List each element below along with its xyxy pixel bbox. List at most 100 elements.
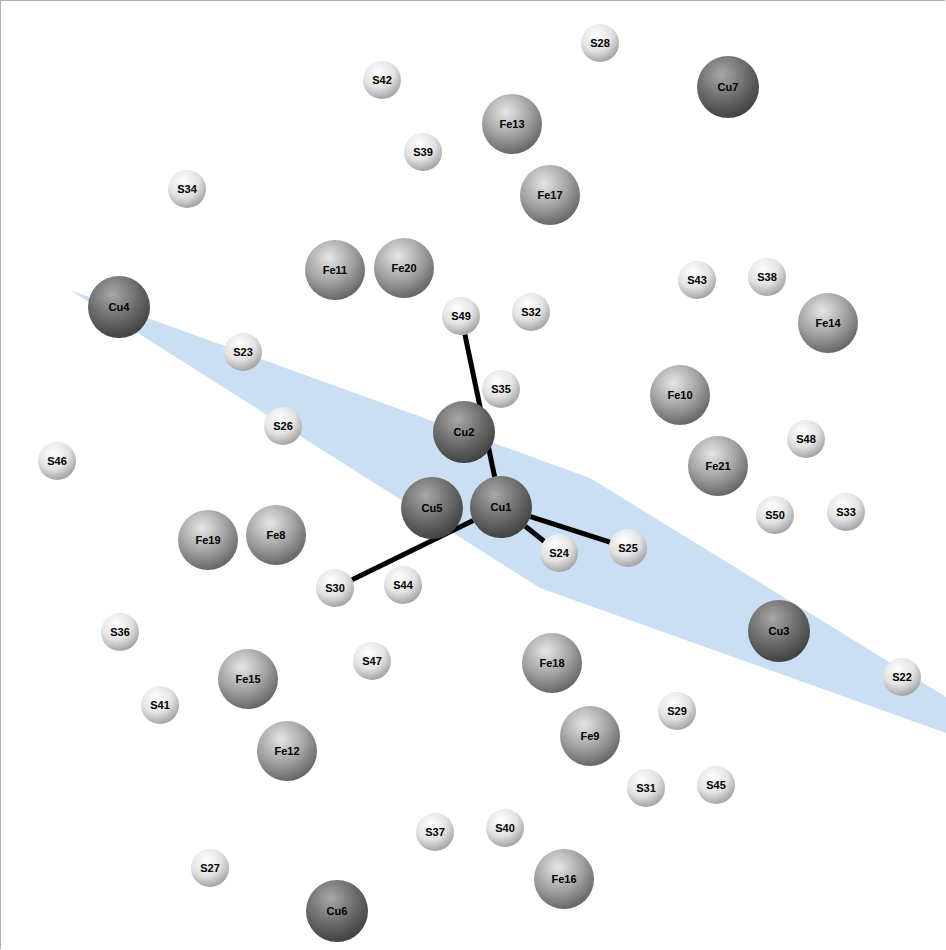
- atom-label: S43: [687, 275, 707, 286]
- sphere-fill: [363, 61, 401, 99]
- sphere-fill: [168, 170, 206, 208]
- atom-sphere: Cu4: [88, 276, 150, 338]
- atom-label: S50: [765, 510, 785, 521]
- atom-sphere: Cu7: [697, 56, 759, 118]
- atom-label: S22: [892, 672, 912, 683]
- atom-sphere: Cu5: [401, 477, 463, 539]
- atom-label: S26: [273, 421, 293, 432]
- atom-label: S32: [521, 307, 541, 318]
- atom-sphere: Cu2: [433, 401, 495, 463]
- sphere-fill: [305, 240, 365, 300]
- atom-sphere: Fe10: [650, 365, 710, 425]
- atom-sphere: S41: [141, 686, 179, 724]
- atom-label: S28: [590, 38, 610, 49]
- sphere-fill: [246, 505, 306, 565]
- atom-label: S27: [200, 863, 220, 874]
- sphere-fill: [658, 692, 696, 730]
- sphere-fill: [627, 769, 665, 807]
- sphere-fill: [678, 261, 716, 299]
- atom-label: Cu2: [454, 427, 475, 438]
- sphere-fill: [353, 642, 391, 680]
- sphere-fill: [697, 56, 759, 118]
- atom-sphere: Fe13: [482, 94, 542, 154]
- atom-label: S35: [491, 384, 511, 395]
- sphere-fill: [38, 442, 76, 480]
- sphere-fill: [224, 333, 262, 371]
- atom-sphere: S49: [442, 297, 480, 335]
- atom-label: S38: [757, 272, 777, 283]
- atom-label: Cu5: [422, 503, 443, 514]
- sphere-fill: [374, 238, 434, 298]
- atom-sphere: S43: [678, 261, 716, 299]
- atom-label: Fe8: [267, 530, 286, 541]
- atom-sphere: Fe8: [246, 505, 306, 565]
- sphere-fill: [384, 566, 422, 604]
- sphere-fill: [482, 370, 520, 408]
- atom-label: Fe15: [235, 674, 260, 685]
- sphere-fill: [442, 297, 480, 335]
- sphere-fill: [178, 510, 238, 570]
- atom-label: Fe19: [195, 535, 220, 546]
- atom-sphere: Fe16: [534, 849, 594, 909]
- sphere-fill: [520, 165, 580, 225]
- sphere-fill: [540, 534, 578, 572]
- sphere-fill: [798, 293, 858, 353]
- atom-sphere: S44: [384, 566, 422, 604]
- sphere-fill: [609, 529, 647, 567]
- sphere-fill: [433, 401, 495, 463]
- atom-sphere: Fe11: [305, 240, 365, 300]
- atom-sphere: Fe17: [520, 165, 580, 225]
- atom-sphere: Fe19: [178, 510, 238, 570]
- atom-sphere: S45: [697, 766, 735, 804]
- atom-label: S40: [495, 823, 515, 834]
- atom-label: S24: [549, 548, 569, 559]
- sphere-fill: [756, 496, 794, 534]
- atom-sphere: S37: [416, 813, 454, 851]
- sphere-fill: [688, 436, 748, 496]
- sphere-fill: [748, 600, 810, 662]
- atom-sphere: S42: [363, 61, 401, 99]
- sphere-fill: [482, 94, 542, 154]
- atom-sphere: S34: [168, 170, 206, 208]
- atom-label: S41: [150, 700, 170, 711]
- atom-sphere: Fe12: [257, 721, 317, 781]
- atom-label: S39: [413, 147, 433, 158]
- sphere-fill: [883, 658, 921, 696]
- sphere-fill: [264, 407, 302, 445]
- atom-sphere: Fe21: [688, 436, 748, 496]
- sphere-fill: [218, 649, 278, 709]
- atom-label: S36: [110, 627, 130, 638]
- sphere-fill: [141, 686, 179, 724]
- atom-sphere: S36: [101, 613, 139, 651]
- atom-sphere: S50: [756, 496, 794, 534]
- atom-label: Fe10: [667, 390, 692, 401]
- lattice-plane: [70, 290, 946, 733]
- atom-sphere: S35: [482, 370, 520, 408]
- atom-label: S42: [372, 75, 392, 86]
- atom-sphere: S25: [609, 529, 647, 567]
- atom-label: Cu1: [491, 502, 512, 513]
- atom-sphere: S33: [827, 493, 865, 531]
- atom-label: Fe16: [551, 874, 576, 885]
- sphere-fill: [191, 849, 229, 887]
- atom-sphere: Cu6: [306, 880, 368, 942]
- atom-sphere: S22: [883, 658, 921, 696]
- atom-sphere: Fe15: [218, 649, 278, 709]
- atom-sphere: S27: [191, 849, 229, 887]
- atom-sphere: S31: [627, 769, 665, 807]
- atom-sphere: Fe20: [374, 238, 434, 298]
- atom-sphere: Fe18: [522, 633, 582, 693]
- sphere-fill: [416, 813, 454, 851]
- atom-sphere: S29: [658, 692, 696, 730]
- atom-label: Fe13: [499, 119, 524, 130]
- atom-label: Fe9: [581, 731, 600, 742]
- atom-label: S29: [667, 706, 687, 717]
- atom-sphere: S40: [486, 809, 524, 847]
- sphere-fill: [257, 721, 317, 781]
- atom-label: S37: [425, 827, 445, 838]
- sphere-fill: [748, 258, 786, 296]
- atom-label: S45: [706, 780, 726, 791]
- atom-sphere: S26: [264, 407, 302, 445]
- atom-label: S33: [836, 507, 856, 518]
